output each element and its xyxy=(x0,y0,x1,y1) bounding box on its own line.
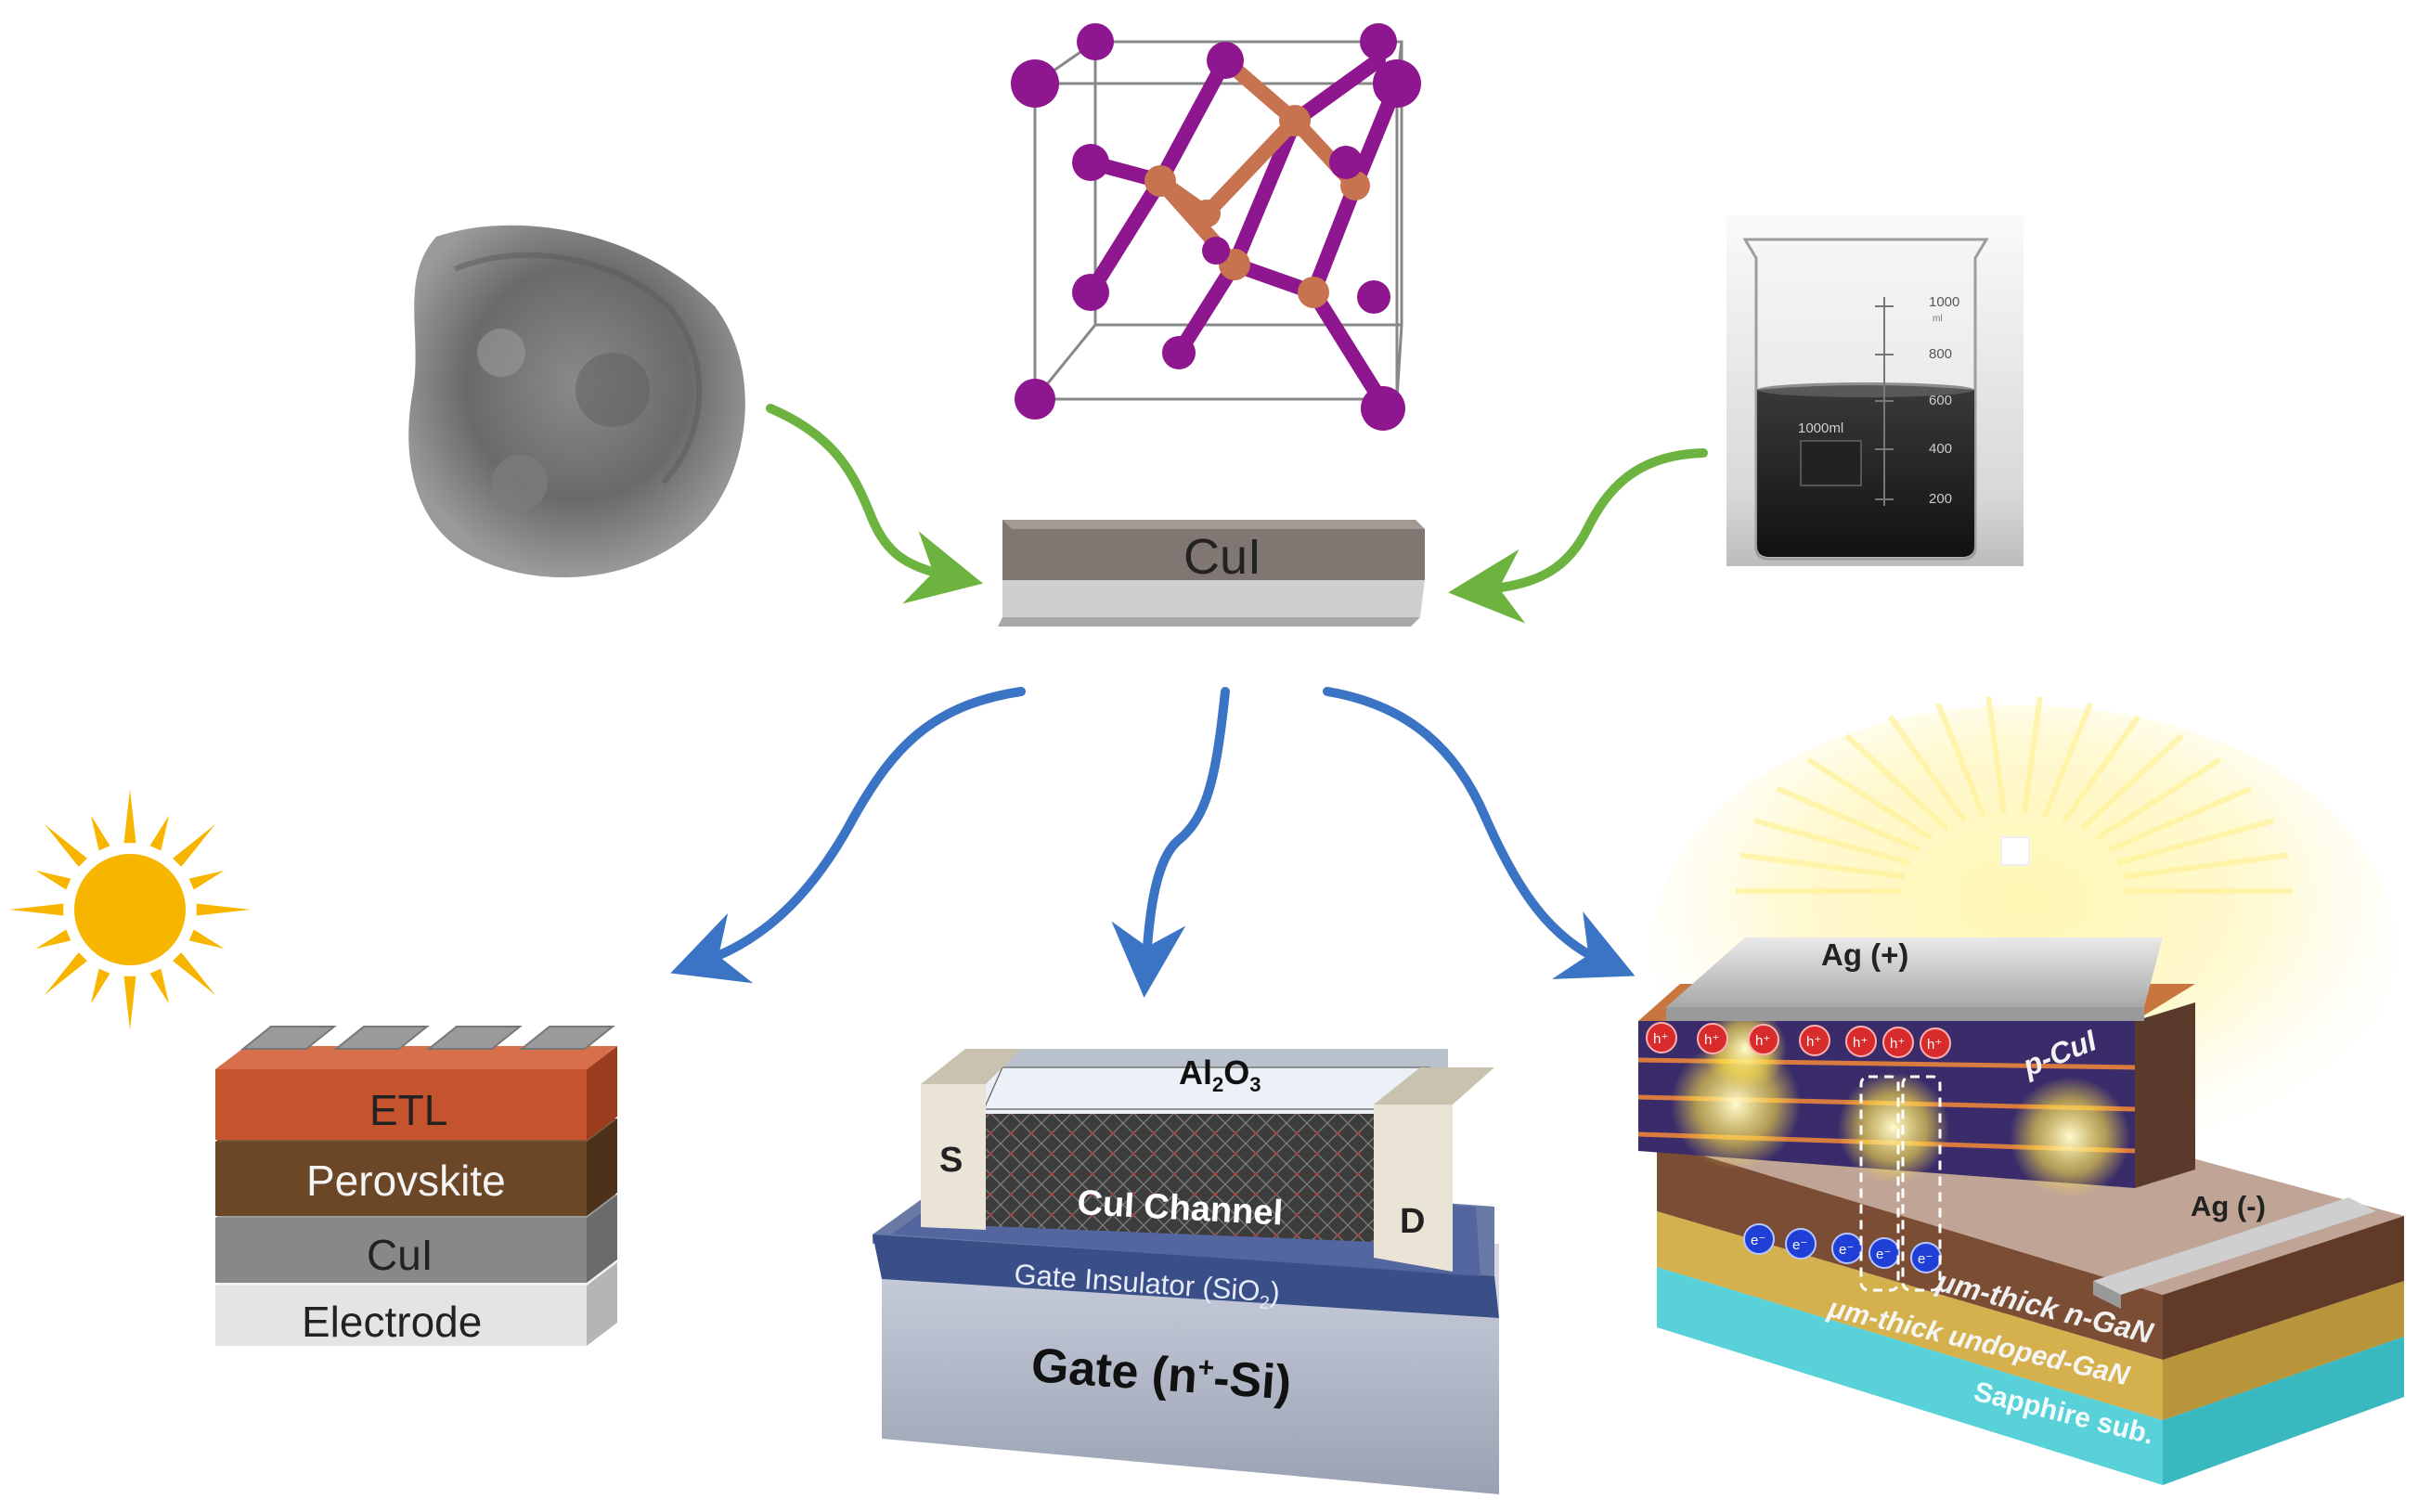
led-glow-ray xyxy=(2042,702,2093,818)
hole-carrier xyxy=(1799,1025,1830,1056)
hole-label: h⁺ xyxy=(1853,1035,1868,1051)
led-glow-ray xyxy=(1776,785,1921,853)
beaker-tick-200: 200 xyxy=(1929,491,1952,507)
beaker-tick-400: 400 xyxy=(1929,441,1952,457)
sun-ray xyxy=(90,815,110,851)
hole-label: h⁺ xyxy=(1806,1034,1821,1050)
led-glow-ray xyxy=(1753,818,1911,866)
transistor-drain-label: D xyxy=(1400,1202,1425,1241)
arrow-powder-to-film xyxy=(766,404,984,604)
sun-ray xyxy=(45,824,87,867)
sun-ray xyxy=(45,952,87,995)
hole-carrier xyxy=(1882,1027,1914,1058)
hole-label: h⁺ xyxy=(1704,1032,1719,1048)
cui-transistor: Al2O3 CuI Channel S D Gate Insulator (Si… xyxy=(873,1049,1499,1494)
beaker-tag: 1000ml xyxy=(1798,420,1843,436)
electron-label: e⁻ xyxy=(1876,1247,1891,1262)
sun-ray xyxy=(188,870,225,890)
transistor-source-label: S xyxy=(939,1141,963,1180)
sun-ray xyxy=(9,903,64,916)
led-glow-ray xyxy=(1935,702,1986,818)
led-glow-ray xyxy=(1739,852,1906,880)
led-glow-ray xyxy=(2107,785,2253,853)
led-anode-label: Ag (+) xyxy=(1821,937,1908,972)
led-glow-ray xyxy=(2095,756,2222,841)
led-glow-ray xyxy=(2062,715,2141,823)
electron-label: e⁻ xyxy=(1751,1233,1765,1248)
sun-ray xyxy=(149,815,170,851)
beaker-tick-800: 800 xyxy=(1929,346,1952,362)
solar-layer-cui: CuI xyxy=(367,1231,433,1279)
electron-label: e⁻ xyxy=(1839,1242,1854,1258)
sun-ray xyxy=(173,952,215,995)
led-cathode-label: Ag (-) xyxy=(2191,1190,2266,1222)
svg-text:Al2O3: Al2O3 xyxy=(1179,1053,1261,1096)
led-glow-ray xyxy=(1806,756,1933,841)
sun-ray xyxy=(123,976,136,1030)
center-cui-label: CuI xyxy=(1183,529,1261,585)
sun-ray xyxy=(149,968,170,1004)
electron-carrier xyxy=(1868,1237,1900,1269)
electron-carrier xyxy=(1831,1233,1863,1264)
led-glow-ray xyxy=(2123,852,2289,880)
hole-label: h⁺ xyxy=(1755,1033,1770,1049)
led-glow-ray xyxy=(2079,733,2184,832)
sun-ray xyxy=(35,870,71,890)
transistor-gate-label: Gate (n+-Si) xyxy=(1029,1338,1293,1410)
transistor-dielectric-label: Al2O3 xyxy=(1179,1053,1261,1096)
led-glow-ray xyxy=(1844,733,1949,832)
hole-label: h⁺ xyxy=(1927,1037,1942,1053)
cui-powder-image xyxy=(408,225,745,578)
sun-ray xyxy=(188,929,225,950)
cui-solution-beaker: 1000ml 1000 ml 800 600 400 200 xyxy=(1726,215,2024,566)
solar-layer-etl: ETL xyxy=(369,1086,447,1134)
electron-label: e⁻ xyxy=(1792,1237,1807,1253)
led-glow-ray xyxy=(2022,696,2043,814)
led-glow-ray xyxy=(1985,696,2007,814)
arrow-solution-to-film xyxy=(1448,448,1708,624)
hole-carrier xyxy=(1845,1026,1877,1057)
cui-film-slab: CuI xyxy=(998,520,1425,627)
cui-crystal-structure xyxy=(1011,23,1421,431)
hole-carrier xyxy=(1646,1022,1677,1053)
hole-carrier xyxy=(1920,1027,1951,1059)
sun-ray xyxy=(90,968,110,1004)
led-glow-ray xyxy=(1887,715,1967,823)
electron-carrier xyxy=(1785,1228,1817,1260)
solar-layer-electrode: Electrode xyxy=(302,1298,482,1346)
solar-layer-perovskite: Perovskite xyxy=(306,1157,506,1205)
sun-ray xyxy=(35,929,71,950)
hole-label: h⁺ xyxy=(1890,1036,1905,1052)
hole-carrier xyxy=(1697,1023,1728,1054)
arrow-film-to-led xyxy=(1323,687,1636,979)
beaker-tick-1000: 1000 xyxy=(1929,294,1959,310)
arrow-film-to-solar-cell xyxy=(670,687,1026,984)
beaker-tick-600: 600 xyxy=(1929,393,1952,408)
arrow-film-to-transistor xyxy=(1111,687,1230,998)
hole-carrier xyxy=(1748,1024,1779,1055)
hole-label: h⁺ xyxy=(1653,1031,1668,1047)
sun-ray xyxy=(173,824,215,867)
solar-cell-stack: ETL Perovskite CuI Electrode xyxy=(215,1026,617,1346)
sun-ray xyxy=(123,789,136,844)
sun-icon xyxy=(9,789,251,1030)
electron-label: e⁻ xyxy=(1918,1251,1933,1267)
electron-carrier xyxy=(1743,1223,1775,1255)
sun-ray xyxy=(196,903,251,916)
beaker-unit: ml xyxy=(1933,314,1943,324)
cui-gan-led: h⁺h⁺h⁺h⁺h⁺h⁺h⁺ e⁻e⁻e⁻e⁻e⁻ Ag (+) Ag (-) … xyxy=(1637,696,2404,1485)
led-glow-ray xyxy=(2117,818,2275,866)
